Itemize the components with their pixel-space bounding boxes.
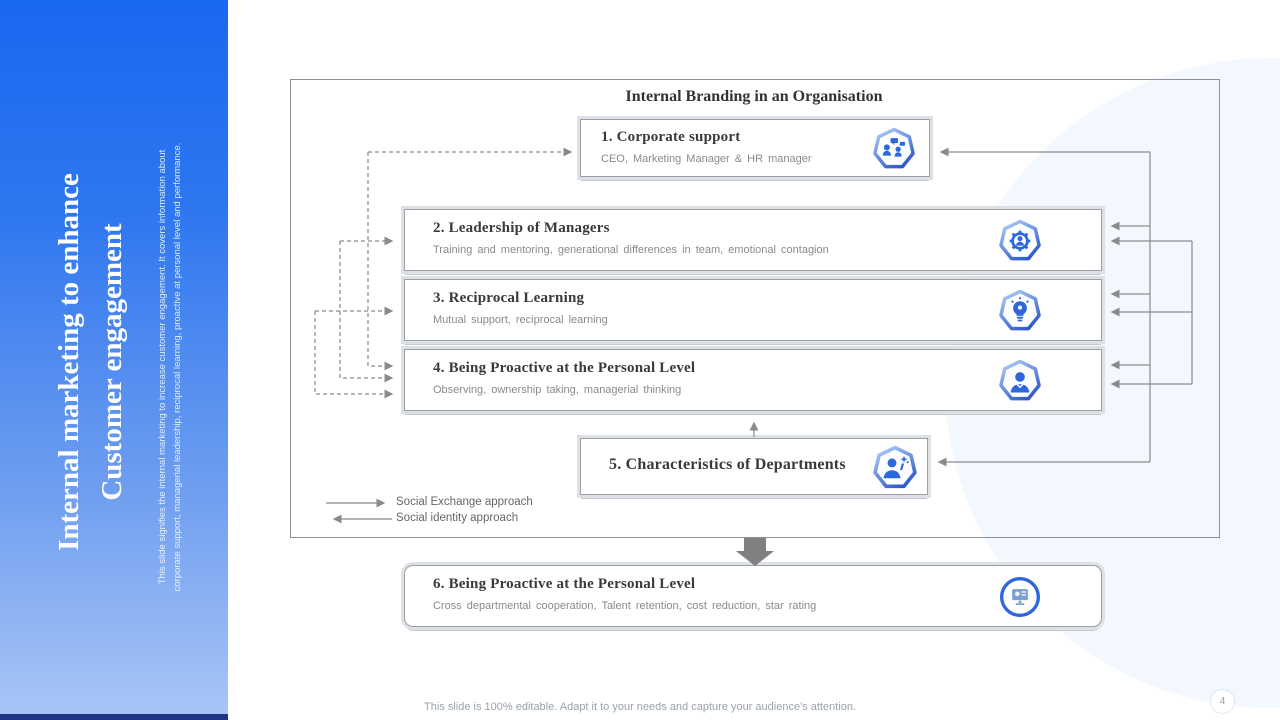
person-star-icon xyxy=(873,445,917,489)
box-subtitle: Mutual support, reciprocal learning xyxy=(433,314,608,326)
sidebar: Internal marketing to enhance Customer e… xyxy=(0,0,228,720)
box-subtitle: Observing, ownership taking, managerial … xyxy=(433,384,682,396)
box-subtitle: Cross departmental cooperation, Talent r… xyxy=(433,600,817,612)
footer-note: This slide is 100% editable. Adapt it to… xyxy=(424,701,856,713)
slide-title-line1: Internal marketing to enhance xyxy=(53,173,85,551)
diagram-frame xyxy=(290,79,1220,538)
box-being-proactive-personal-level: 4. Being Proactive at the Personal Level… xyxy=(404,349,1102,411)
person-icon xyxy=(999,359,1041,401)
people-chat-icon xyxy=(873,127,915,169)
box-title: 2. Leadership of Managers xyxy=(433,220,610,236)
legend-social-exchange: Social Exchange approach xyxy=(396,496,533,508)
monitor-icon xyxy=(999,576,1041,618)
box-leadership-of-managers: 2. Leadership of Managers Training and m… xyxy=(404,209,1102,271)
box-characteristics-of-departments: 5. Characteristics of Departments xyxy=(580,438,928,495)
slide-description-line1: This slide signifies the internal market… xyxy=(157,149,168,585)
sidebar-bottom-strip xyxy=(0,714,228,720)
box-title: 1. Corporate support xyxy=(601,129,741,145)
box-title: 6. Being Proactive at the Personal Level xyxy=(433,576,696,592)
legend-social-identity: Social identity approach xyxy=(396,512,519,524)
box-being-proactive-personal-level-2: 6. Being Proactive at the Personal Level… xyxy=(404,565,1102,627)
diagram-title: Internal Branding in an Organisation xyxy=(625,88,883,105)
down-arrow xyxy=(736,538,774,566)
slide-description: This slide signifies the internal market… xyxy=(155,67,185,667)
box-reciprocal-learning: 3. Reciprocal Learning Mutual support, r… xyxy=(404,279,1102,341)
box-corporate-support: 1. Corporate support CEO, Marketing Mana… xyxy=(580,119,930,177)
gear-person-icon xyxy=(999,219,1041,261)
page-number: 4 xyxy=(1210,689,1235,714)
slide-title: Internal marketing to enhance Customer e… xyxy=(48,82,134,642)
box-title: 4. Being Proactive at the Personal Level xyxy=(433,360,696,376)
box-title: 5. Characteristics of Departments xyxy=(609,456,846,473)
slide-description-line2: corporate support, managerial leadership… xyxy=(172,142,183,592)
idea-bulb-icon xyxy=(999,289,1041,331)
box-subtitle: CEO, Marketing Manager & HR manager xyxy=(601,153,812,165)
box-title: 3. Reciprocal Learning xyxy=(433,290,585,306)
box-subtitle: Training and mentoring, generational dif… xyxy=(433,244,829,256)
slide-title-line2: Customer engagement xyxy=(96,223,128,501)
